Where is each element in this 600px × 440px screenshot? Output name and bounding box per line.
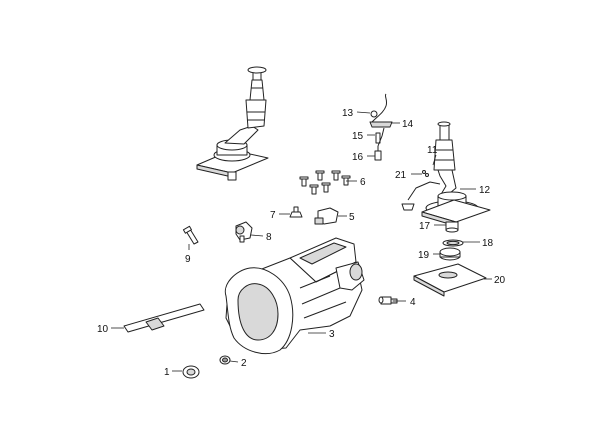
callout-5: 5: [349, 212, 355, 223]
clip-13: [370, 110, 378, 118]
callout-18: 18: [482, 238, 494, 249]
callout-3: 3: [329, 329, 335, 340]
callout-labels: 1 2 3 4 5 6 7 8 9 10 11 12 13 14 15 16 1…: [97, 108, 506, 378]
plug-1: [182, 365, 200, 379]
ring-18: [442, 239, 464, 247]
link-21: [401, 170, 441, 211]
callout-2: 2: [241, 358, 247, 369]
callout-21: 21: [395, 170, 407, 181]
sensor-5: [314, 207, 339, 225]
shaft-10: [123, 303, 205, 333]
seal-19: [439, 247, 461, 261]
callout-19: 19: [418, 250, 430, 261]
callout-7: 7: [270, 210, 276, 221]
plug-2: [219, 355, 231, 365]
callout-1: 1: [164, 367, 170, 378]
transmission-case-3: [224, 237, 365, 354]
callout-8: 8: [266, 232, 272, 243]
callout-10: 10: [97, 324, 109, 335]
bushing-17: [445, 221, 459, 233]
callout-12: 12: [479, 185, 491, 196]
bolt-9: [182, 225, 199, 245]
bushing-16: [374, 127, 385, 161]
callout-15: 15: [352, 131, 364, 142]
callout-13: 13: [342, 108, 354, 119]
pin-15: [375, 132, 381, 144]
callout-4: 4: [410, 297, 416, 308]
callout-16: 16: [352, 152, 364, 163]
callout-14: 14: [402, 119, 414, 130]
nut-7: [289, 206, 303, 218]
bolt-set-6: [299, 170, 351, 195]
leader-lines: [111, 111, 492, 372]
callout-11: 11: [427, 145, 438, 156]
spring-14: [369, 93, 393, 128]
callout-6: 6: [360, 177, 366, 188]
left-shifter-assembly: [196, 66, 269, 181]
retainer-plate-20: [413, 263, 487, 297]
switch-8: [235, 221, 253, 243]
shift-lever-11: [433, 121, 457, 199]
callout-20: 20: [494, 275, 506, 286]
callout-17: 17: [419, 221, 431, 232]
sensor-4: [378, 296, 398, 305]
callout-9: 9: [185, 254, 191, 265]
